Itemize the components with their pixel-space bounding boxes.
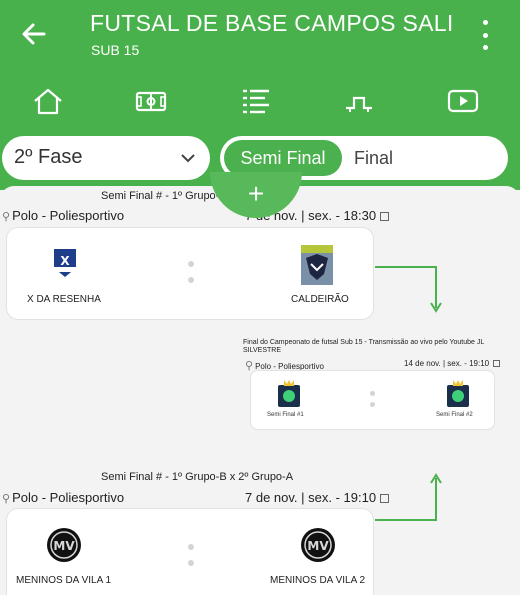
- calendar-icon: [380, 494, 390, 504]
- final-date: 14 de nov. | sex. - 19:10: [404, 359, 501, 368]
- location-pin-icon: ⚲: [2, 493, 11, 505]
- match-card[interactable]: MV MENINOS DA VILA 1 MV MENINOS DA VILA …: [6, 508, 374, 595]
- page-title: FUTSAL DE BASE CAMPOS SALI: [90, 10, 454, 36]
- tab-final[interactable]: Final: [354, 148, 394, 168]
- team-logo: X: [48, 246, 82, 280]
- location-pin-icon: ⚲: [2, 211, 11, 223]
- tab-semi-final[interactable]: Semi Final: [224, 140, 342, 176]
- calendar-icon: [380, 212, 390, 222]
- home-team-name: X DA RESENHA: [27, 294, 101, 305]
- score-separator: [370, 391, 376, 417]
- svg-text:MV: MV: [307, 539, 329, 553]
- match-title: Semi Final # - 1º Grupo-B x 2º Grupo-A: [101, 471, 294, 483]
- away-team-name: MENINOS DA VILA 2: [270, 575, 366, 586]
- final-title: Final do Campeonato de futsal Sub 15 - T…: [243, 339, 485, 354]
- team-logo: [300, 244, 334, 286]
- date-text: 7 de nov. | sex. - 19:10: [245, 490, 377, 505]
- home-icon[interactable]: [31, 86, 65, 116]
- final-venue: ⚲Polo - Poliesportivo: [245, 359, 324, 372]
- svg-text:X: X: [60, 254, 70, 268]
- calendar-icon: [493, 360, 501, 368]
- plus-icon: +: [247, 178, 265, 209]
- venue-text: Polo - Poliesportivo: [12, 208, 125, 223]
- away-team-name: CALDEIRÃO: [291, 294, 349, 305]
- home-team-name: MENINOS DA VILA 1: [16, 575, 112, 586]
- match-venue: ⚲Polo - Poliesportivo: [2, 208, 124, 223]
- page-subtitle: SUB 15: [91, 42, 140, 58]
- placeholder-logo: [278, 379, 300, 407]
- match-venue: ⚲Polo - Poliesportivo: [2, 490, 124, 505]
- match-card[interactable]: X X DA RESENHA CALDEIRÃO: [6, 227, 374, 320]
- field-icon[interactable]: [134, 86, 168, 116]
- kebab-menu-icon[interactable]: [478, 20, 492, 50]
- venue-text: Polo - Poliesportivo: [12, 490, 125, 505]
- location-pin-icon: ⚲: [245, 360, 254, 372]
- arrow-left-icon: [22, 23, 46, 45]
- score-separator: [188, 261, 194, 293]
- round-tabs: Semi Final Final: [220, 136, 508, 180]
- play-icon[interactable]: [446, 86, 480, 116]
- score-separator: [188, 544, 194, 576]
- placeholder-logo: [447, 379, 469, 407]
- team-logo: MV: [300, 527, 336, 563]
- venue-text: Polo - Poliesportivo: [255, 362, 324, 371]
- list-icon[interactable]: [239, 86, 273, 116]
- match-date: 7 de nov. | sex. - 19:10: [245, 490, 390, 505]
- team-logo: MV: [46, 527, 82, 563]
- date-text: 14 de nov. | sex. - 19:10: [404, 359, 490, 368]
- phase-value: 2º Fase: [14, 146, 83, 168]
- bracket-icon[interactable]: [342, 86, 376, 116]
- phase-dropdown[interactable]: 2º Fase: [2, 136, 210, 180]
- final-home-slot: Semi Final #1: [267, 412, 304, 418]
- svg-text:MV: MV: [53, 539, 75, 553]
- final-card[interactable]: Semi Final #1 Semi Final #2: [250, 370, 495, 430]
- final-away-slot: Semi Final #2: [436, 412, 473, 418]
- chevron-down-icon: [181, 154, 195, 163]
- back-button[interactable]: [18, 18, 50, 50]
- app-header: FUTSAL DE BASE CAMPOS SALI SUB 15 2º Fas…: [0, 0, 520, 190]
